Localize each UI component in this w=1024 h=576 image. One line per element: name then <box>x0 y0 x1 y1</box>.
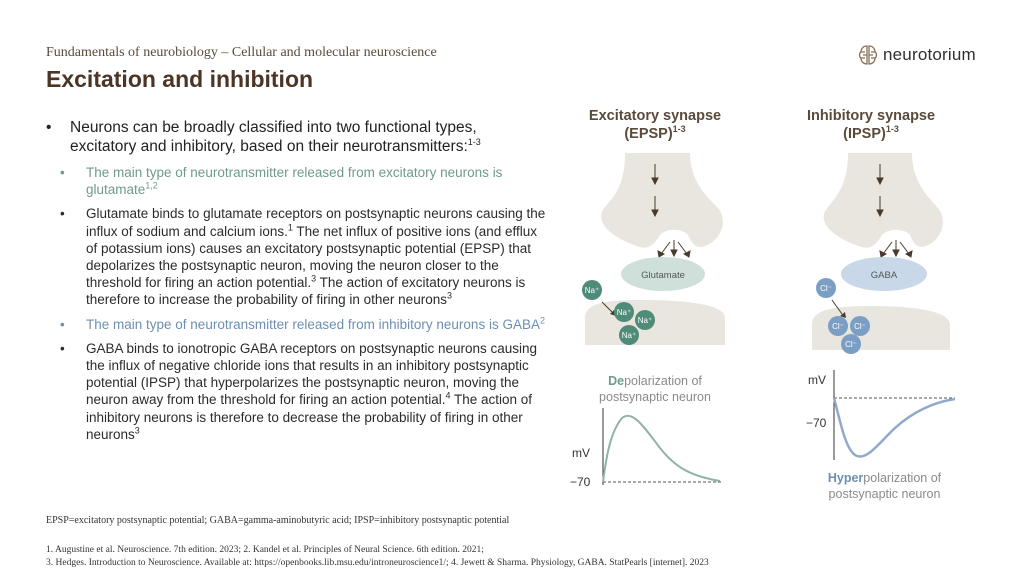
logo-text: neurotorium <box>883 45 976 64</box>
gaba-cloud <box>841 257 927 291</box>
depolarization-caption: Depolarization of postsynaptic neuron <box>599 374 711 404</box>
ref-superscript: 1,2 <box>145 180 158 191</box>
chloride-ions <box>816 278 870 354</box>
excitatory-postsynaptic-membrane <box>585 300 725 345</box>
main-bullet-text: Neurons can be broadly classified into t… <box>70 119 477 155</box>
gaba-label: GABA <box>871 270 898 281</box>
sub-bullet-text: The main type of neurotransmitter releas… <box>86 165 503 198</box>
sub-bullet-text: The net influx of positive ions (and eff… <box>86 223 538 291</box>
ipsp-curve <box>832 397 956 458</box>
ipsp-70-label: −70 <box>806 416 827 430</box>
cl-ion-label: Cl⁻ <box>854 322 866 331</box>
ref-superscript: 1-3 <box>467 136 481 147</box>
glutamate-cloud <box>621 257 705 291</box>
excitatory-presynaptic-terminal <box>601 153 723 248</box>
references: 1. Augustine et al. Neuroscience. 7th ed… <box>46 544 709 570</box>
epsp-curve <box>602 414 721 483</box>
na-ion-label: Na⁺ <box>638 316 652 325</box>
sodium-ions <box>582 280 655 345</box>
ref-superscript: 4 <box>445 390 451 401</box>
cl-ion-label: Cl⁻ <box>832 322 844 331</box>
cl-ion-label: Cl⁻ <box>820 284 832 293</box>
bullet-content: • Neurons can be broadly classified into… <box>46 118 546 450</box>
cl-ion-label: Cl⁻ <box>845 340 857 349</box>
ref-superscript: 3 <box>134 425 140 436</box>
sub-bullet-text: The main type of neurotransmitter releas… <box>86 316 540 332</box>
epsp-70-label: −70 <box>570 475 591 489</box>
ref-superscript: 3 <box>446 290 452 301</box>
ref-superscript: 1 <box>287 222 293 233</box>
epsp-mv-label: mV <box>572 446 590 460</box>
ipsp-mv-label: mV <box>808 373 826 387</box>
sub-bullet-gaba: • The main type of neurotransmitter rele… <box>60 315 545 332</box>
hyperpolarization-caption: Hyperpolarization of postsynaptic neuron <box>827 471 942 501</box>
sub-bullet-text: Glutamate binds to glutamate receptors o… <box>86 206 546 239</box>
sub-bullet-text: The action of inhibitory neurons is ther… <box>86 392 533 442</box>
inhibitory-presynaptic-terminal <box>823 153 943 248</box>
neurotorium-logo: neurotorium <box>858 44 976 66</box>
reference-line: 1. Augustine et al. Neuroscience. 7th ed… <box>46 545 484 555</box>
abbreviations: EPSP=excitatory postsynaptic potential; … <box>46 515 510 526</box>
na-ion-label: Na⁺ <box>617 308 631 317</box>
ref-superscript: 2 <box>539 315 545 326</box>
glutamate-label: Glutamate <box>641 270 685 281</box>
sub-bullet-text: The action of excitatory neurons is ther… <box>86 275 526 308</box>
na-ion-label: Na⁺ <box>622 331 636 340</box>
epsp-graph <box>602 408 722 485</box>
sub-bullet-glutamate: • The main type of neurotransmitter rele… <box>60 165 503 198</box>
brain-logo-icon <box>858 45 878 65</box>
ipsp-graph <box>832 370 956 460</box>
reference-line: 3. Hedges. Introduction to Neuroscience.… <box>46 558 709 568</box>
inhibitory-synapse-title: Inhibitory synapse (IPSP)1-3 <box>806 108 936 142</box>
na-ion-label: Na⁺ <box>585 286 599 295</box>
presentation-subtitle: Fundamentals of neurobiology – Cellular … <box>46 45 437 60</box>
sub-bullet-gaba-action: • GABA binds to ionotropic GABA receptor… <box>60 340 538 442</box>
ref-superscript: 3 <box>311 273 317 284</box>
excitatory-synapse-title: Excitatory synapse (EPSP)1-3 <box>588 108 722 142</box>
sub-bullet-text: GABA binds to ionotropic GABA receptors … <box>86 340 538 408</box>
sub-bullet-glutamate-action: • Glutamate binds to glutamate receptors… <box>60 206 546 308</box>
main-bullet: • Neurons can be broadly classified into… <box>46 119 481 155</box>
slide-title: Excitation and inhibition <box>46 66 314 92</box>
